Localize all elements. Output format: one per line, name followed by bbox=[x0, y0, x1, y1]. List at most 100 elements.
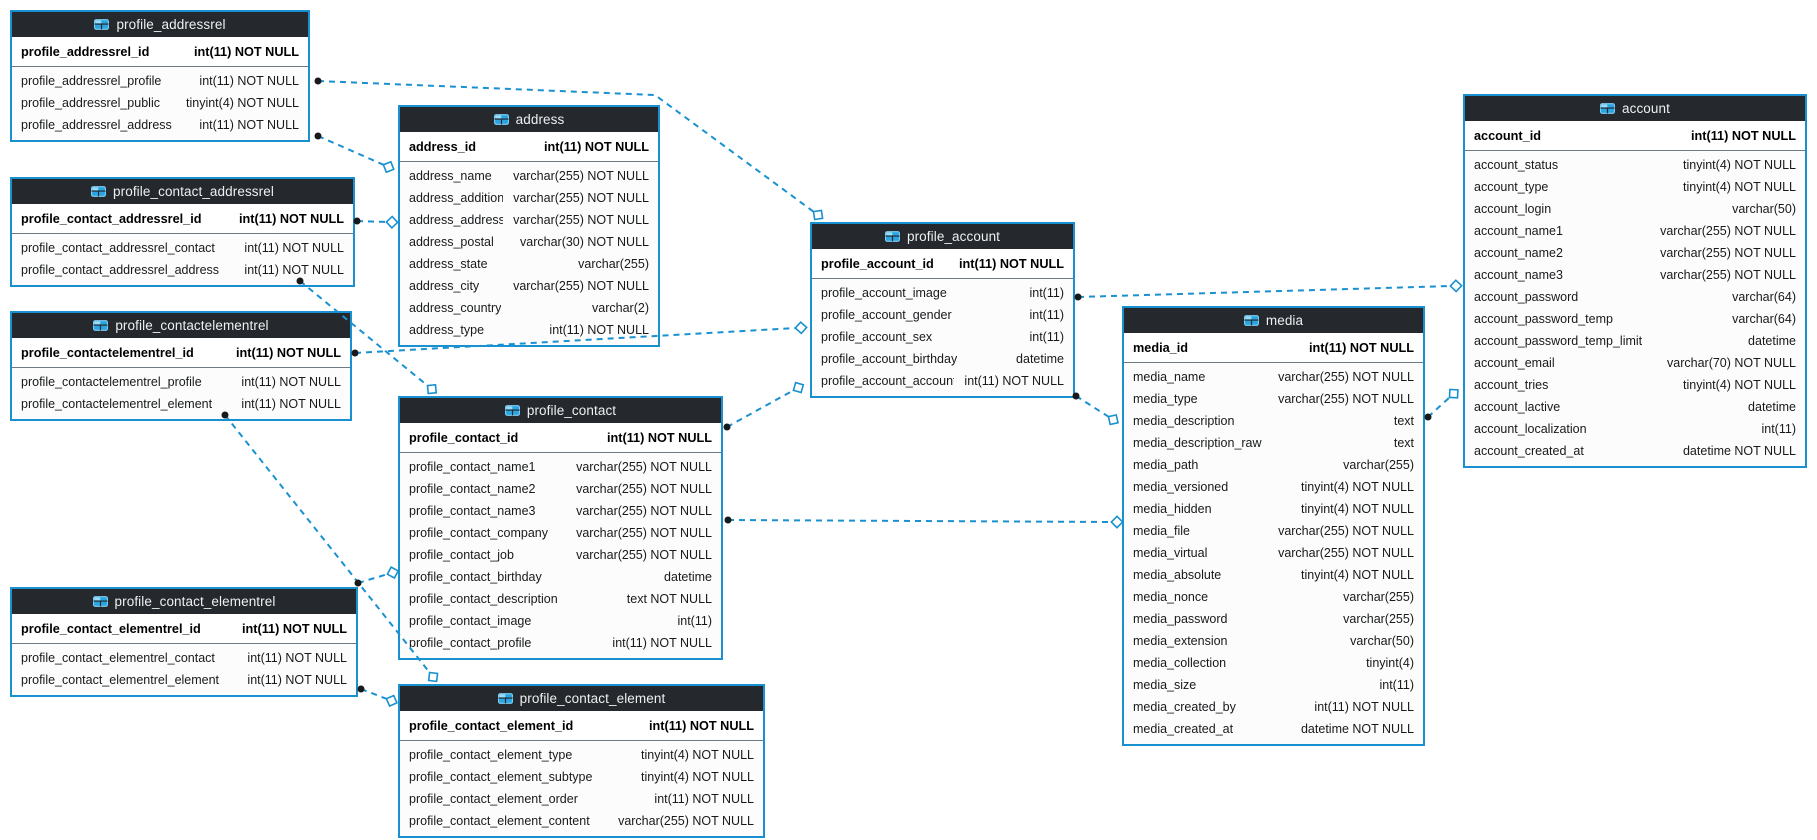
table-profile_contact[interactable]: profile_contact profile_contact_id int(1… bbox=[398, 396, 723, 660]
column-row[interactable]: profile_contactelementrel_element int(11… bbox=[12, 393, 350, 415]
column-row[interactable]: account_name3 varchar(255) NOT NULL bbox=[1465, 264, 1805, 286]
column-row[interactable]: media_versioned tinyint(4) NOT NULL bbox=[1124, 476, 1423, 498]
column-row[interactable]: account_password_temp varchar(64) bbox=[1465, 308, 1805, 330]
column-row[interactable]: media_created_at datetime NOT NULL bbox=[1124, 718, 1423, 740]
relationship-line-profile_contact-media[interactable] bbox=[727, 519, 1113, 523]
column-row[interactable]: profile_contact_element_content varchar(… bbox=[400, 810, 763, 832]
column-row[interactable]: media_created_by int(11) NOT NULL bbox=[1124, 696, 1423, 718]
column-row[interactable]: account_password_temp_limit datetime bbox=[1465, 330, 1805, 352]
column-row[interactable]: media_description_raw text bbox=[1124, 432, 1423, 454]
column-row[interactable]: profile_contact_addressrel_address int(1… bbox=[12, 259, 353, 281]
column-row[interactable]: media_password varchar(255) bbox=[1124, 608, 1423, 630]
column-row[interactable]: media_path varchar(255) bbox=[1124, 454, 1423, 476]
relationship-line-profile_contact_addressrel-profile_contact[interactable] bbox=[299, 280, 429, 387]
table-header[interactable]: profile_contact_addressrel bbox=[12, 179, 353, 204]
column-row[interactable]: account_lactive datetime bbox=[1465, 396, 1805, 418]
column-row[interactable]: account_tries tinyint(4) NOT NULL bbox=[1465, 374, 1805, 396]
column-row[interactable]: account_localization int(11) bbox=[1465, 418, 1805, 440]
column-row[interactable]: profile_contact_element_order int(11) NO… bbox=[400, 788, 763, 810]
table-header[interactable]: media bbox=[1124, 308, 1423, 333]
relationship-line-profile_addressrel-address[interactable] bbox=[317, 135, 385, 166]
column-row[interactable]: account_created_at datetime NOT NULL bbox=[1465, 440, 1805, 462]
relationship-line-profile_addressrel-profile_account[interactable] bbox=[317, 80, 815, 213]
column-row[interactable]: profile_contact_name2 varchar(255) NOT N… bbox=[400, 478, 721, 500]
relationship-line-profile_contactelementrel-profile_account[interactable] bbox=[354, 327, 797, 354]
column-row[interactable]: profile_contact_addressrel_contact int(1… bbox=[12, 237, 353, 259]
relationship-line-profile_account-media[interactable] bbox=[1075, 395, 1110, 418]
table-header[interactable]: profile_contact_element bbox=[400, 686, 763, 711]
column-row[interactable]: profile_contact_company varchar(255) NOT… bbox=[400, 522, 721, 544]
primary-key-row[interactable]: profile_contact_elementrel_id int(11) NO… bbox=[12, 614, 356, 644]
column-row[interactable]: profile_contact_element_subtype tinyint(… bbox=[400, 766, 763, 788]
relationship-line-profile_contact_elementrel-profile_contact[interactable] bbox=[357, 573, 389, 584]
column-row[interactable]: account_email varchar(70) NOT NULL bbox=[1465, 352, 1805, 374]
column-row[interactable]: profile_contact_elementrel_contact int(1… bbox=[12, 647, 356, 669]
column-row[interactable]: profile_account_image int(11) bbox=[812, 282, 1073, 304]
column-row[interactable]: profile_contact_description text NOT NUL… bbox=[400, 588, 721, 610]
relationship-line-profile_contact_elementrel-profile_contact_element[interactable] bbox=[360, 688, 388, 700]
column-row[interactable]: media_absolute tinyint(4) NOT NULL bbox=[1124, 564, 1423, 586]
primary-key-row[interactable]: profile_contact_element_id int(11) NOT N… bbox=[400, 711, 763, 741]
column-row[interactable]: profile_account_birthday datetime bbox=[812, 348, 1073, 370]
column-row[interactable]: profile_addressrel_address int(11) NOT N… bbox=[12, 114, 308, 136]
column-row[interactable]: media_extension varchar(50) bbox=[1124, 630, 1423, 652]
column-row[interactable]: media_nonce varchar(255) bbox=[1124, 586, 1423, 608]
column-row[interactable]: media_description text bbox=[1124, 410, 1423, 432]
column-row[interactable]: address_address varchar(255) NOT NULL bbox=[400, 209, 658, 231]
column-row[interactable]: profile_addressrel_profile int(11) NOT N… bbox=[12, 70, 308, 92]
relationship-line-profile_contact_addressrel-address[interactable] bbox=[356, 220, 388, 223]
column-row[interactable]: media_size int(11) bbox=[1124, 674, 1423, 696]
column-row[interactable]: media_file varchar(255) NOT NULL bbox=[1124, 520, 1423, 542]
column-row[interactable]: profile_contact_element_type tinyint(4) … bbox=[400, 744, 763, 766]
column-row[interactable]: account_login varchar(50) bbox=[1465, 198, 1805, 220]
table-header[interactable]: address bbox=[400, 107, 658, 132]
column-row[interactable]: address_name varchar(255) NOT NULL bbox=[400, 165, 658, 187]
table-media[interactable]: media media_id int(11) NOT NULL media_na… bbox=[1122, 306, 1425, 746]
column-row[interactable]: profile_contact_profile int(11) NOT NULL bbox=[400, 632, 721, 654]
column-row[interactable]: account_name1 varchar(255) NOT NULL bbox=[1465, 220, 1805, 242]
column-row[interactable]: media_type varchar(255) NOT NULL bbox=[1124, 388, 1423, 410]
column-row[interactable]: address_city varchar(255) NOT NULL bbox=[400, 275, 658, 297]
column-row[interactable]: profile_contact_birthday datetime bbox=[400, 566, 721, 588]
primary-key-row[interactable]: profile_contact_addressrel_id int(11) NO… bbox=[12, 204, 353, 234]
column-row[interactable]: profile_contact_name3 varchar(255) NOT N… bbox=[400, 500, 721, 522]
column-row[interactable]: address_postal varchar(30) NOT NULL bbox=[400, 231, 658, 253]
primary-key-row[interactable]: profile_contactelementrel_id int(11) NOT… bbox=[12, 338, 350, 368]
column-row[interactable]: profile_addressrel_public tinyint(4) NOT… bbox=[12, 92, 308, 114]
column-row[interactable]: account_type tinyint(4) NOT NULL bbox=[1465, 176, 1805, 198]
table-address[interactable]: address address_id int(11) NOT NULL addr… bbox=[398, 105, 660, 347]
column-row[interactable]: address_addition varchar(255) NOT NULL bbox=[400, 187, 658, 209]
table-header[interactable]: profile_contact bbox=[400, 398, 721, 423]
column-row[interactable]: account_name2 varchar(255) NOT NULL bbox=[1465, 242, 1805, 264]
table-profile_contactelementrel[interactable]: profile_contactelementrel profile_contac… bbox=[10, 311, 352, 421]
table-profile_addressrel[interactable]: profile_addressrel profile_addressrel_id… bbox=[10, 10, 310, 142]
table-header[interactable]: profile_account bbox=[812, 224, 1073, 249]
table-profile_account[interactable]: profile_account profile_account_id int(1… bbox=[810, 222, 1075, 398]
table-profile_contact_element[interactable]: profile_contact_element profile_contact_… bbox=[398, 684, 765, 838]
primary-key-row[interactable]: profile_account_id int(11) NOT NULL bbox=[812, 249, 1073, 279]
column-row[interactable]: profile_contact_name1 varchar(255) NOT N… bbox=[400, 456, 721, 478]
table-profile_contact_addressrel[interactable]: profile_contact_addressrel profile_conta… bbox=[10, 177, 355, 287]
table-header[interactable]: account bbox=[1465, 96, 1805, 121]
column-row[interactable]: media_name varchar(255) NOT NULL bbox=[1124, 366, 1423, 388]
primary-key-row[interactable]: profile_addressrel_id int(11) NOT NULL bbox=[12, 37, 308, 67]
table-header[interactable]: profile_addressrel bbox=[12, 12, 308, 37]
column-row[interactable]: address_state varchar(255) bbox=[400, 253, 658, 275]
column-row[interactable]: profile_contactelementrel_profile int(11… bbox=[12, 371, 350, 393]
column-row[interactable]: profile_account_account int(11) NOT NULL bbox=[812, 370, 1073, 392]
table-account[interactable]: account account_id int(11) NOT NULL acco… bbox=[1463, 94, 1807, 468]
column-row[interactable]: media_virtual varchar(255) NOT NULL bbox=[1124, 542, 1423, 564]
column-row[interactable]: address_type int(11) NOT NULL bbox=[400, 319, 658, 341]
column-row[interactable]: account_status tinyint(4) NOT NULL bbox=[1465, 154, 1805, 176]
relationship-line-profile_account-account[interactable] bbox=[1077, 285, 1452, 298]
primary-key-row[interactable]: account_id int(11) NOT NULL bbox=[1465, 121, 1805, 151]
primary-key-row[interactable]: media_id int(11) NOT NULL bbox=[1124, 333, 1423, 363]
column-row[interactable]: profile_contact_job varchar(255) NOT NUL… bbox=[400, 544, 721, 566]
column-row[interactable]: media_collection tinyint(4) bbox=[1124, 652, 1423, 674]
column-row[interactable]: profile_account_sex int(11) bbox=[812, 326, 1073, 348]
relationship-line-profile_contact-profile_account[interactable] bbox=[726, 389, 795, 428]
column-row[interactable]: account_password varchar(64) bbox=[1465, 286, 1805, 308]
primary-key-row[interactable]: address_id int(11) NOT NULL bbox=[400, 132, 658, 162]
column-row[interactable]: profile_contact_image int(11) bbox=[400, 610, 721, 632]
relationship-line-media-account[interactable] bbox=[1427, 396, 1451, 418]
